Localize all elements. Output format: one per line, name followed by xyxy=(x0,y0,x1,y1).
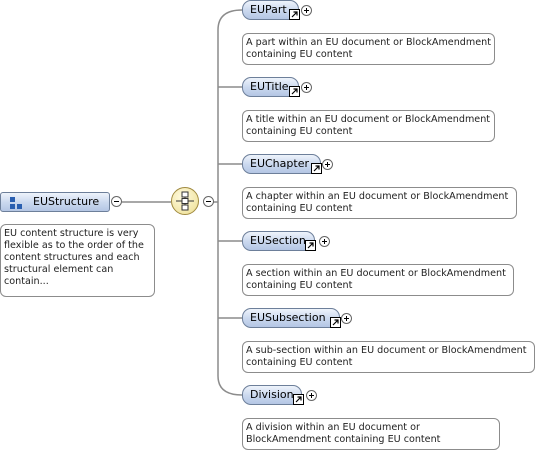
root-element-node[interactable]: EUStructure xyxy=(0,192,110,212)
root-description: EU content structure is very flexible as… xyxy=(0,224,155,297)
reference-arrow-icon xyxy=(289,9,300,20)
sequence-compositor[interactable] xyxy=(171,187,199,215)
element-description: A division within an EU document or Bloc… xyxy=(242,418,500,450)
element-node-division[interactable]: Division xyxy=(242,385,302,405)
reference-arrow-icon xyxy=(330,317,341,328)
collapse-root-toggle[interactable] xyxy=(111,196,122,207)
element-description: A chapter within an EU document or Block… xyxy=(242,187,517,219)
expand-toggle[interactable] xyxy=(301,82,312,93)
element-label: Division xyxy=(250,388,294,401)
element-label: EUSection xyxy=(250,234,306,247)
expand-toggle[interactable] xyxy=(301,5,312,16)
sequence-icon xyxy=(176,191,194,211)
element-label: EUSubsection xyxy=(250,311,326,324)
reference-arrow-icon xyxy=(311,163,322,174)
element-node-euchapter[interactable]: EUChapter xyxy=(242,154,321,174)
element-node-eusubsection[interactable]: EUSubsection xyxy=(242,308,340,328)
element-structure-icon xyxy=(10,197,22,209)
expand-toggle[interactable] xyxy=(319,236,330,247)
element-label: EUPart xyxy=(250,3,287,16)
element-description: A title within an EU document or BlockAm… xyxy=(242,110,495,142)
element-description: A sub-section within an EU document or B… xyxy=(242,341,535,373)
reference-arrow-icon xyxy=(305,240,316,251)
element-description: A section within an EU document or Block… xyxy=(242,264,514,296)
element-label: EUTitle xyxy=(250,80,289,93)
reference-arrow-icon xyxy=(293,394,304,405)
element-label: EUChapter xyxy=(250,157,309,170)
element-description: A part within an EU document or BlockAme… xyxy=(242,33,495,65)
root-element-label: EUStructure xyxy=(33,195,100,208)
element-node-eusection[interactable]: EUSection xyxy=(242,231,315,251)
collapse-sequence-toggle[interactable] xyxy=(203,196,214,207)
expand-toggle[interactable] xyxy=(306,390,317,401)
expand-toggle[interactable] xyxy=(341,313,352,324)
expand-toggle[interactable] xyxy=(322,159,333,170)
element-node-eupart[interactable]: EUPart xyxy=(242,0,299,20)
reference-arrow-icon xyxy=(289,86,300,97)
